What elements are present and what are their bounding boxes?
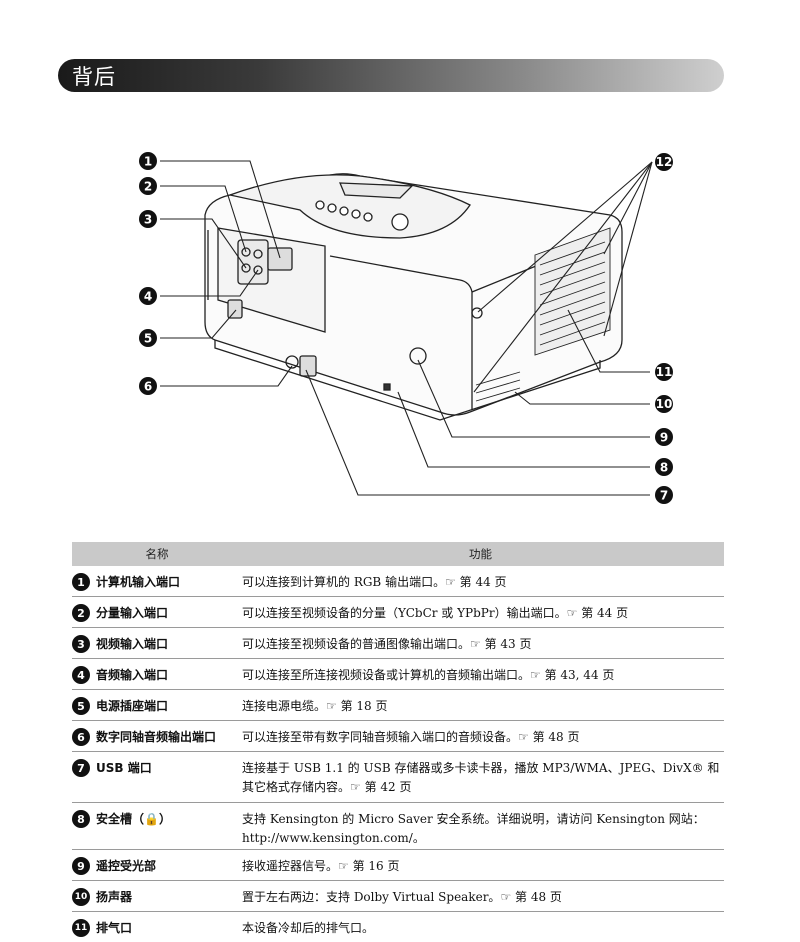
table-row: 7 USB 端口 连接基于 USB 1.1 的 USB 存储器或多卡读卡器，播放 … bbox=[72, 752, 724, 803]
row-number-badge: 7 bbox=[72, 759, 90, 777]
row-description: 接收遥控器信号。 bbox=[242, 859, 339, 873]
row-name: 分量输入端口 bbox=[96, 606, 169, 620]
page-ref: 第 43, 44 页 bbox=[540, 668, 615, 682]
page-ref-icon: ☞ bbox=[530, 668, 541, 682]
table-row: 5 电源插座端口 连接电源电缆。☞ 第 18 页 bbox=[72, 690, 724, 721]
row-name: 遥控受光部 bbox=[96, 859, 157, 873]
svg-text:12: 12 bbox=[656, 155, 673, 169]
callout-3: 3 bbox=[139, 210, 157, 228]
row-number-badge: 10 bbox=[72, 888, 90, 906]
row-description: 可以连接至视频设备的分量（YCbCr 或 YPbPr）输出端口。 bbox=[242, 606, 567, 620]
page-ref: 第 42 页 bbox=[360, 780, 412, 794]
page-ref-icon: ☞ bbox=[445, 575, 456, 589]
projector-rear-diagram: 1 2 3 4 5 6 7 8 9 10 11 12 bbox=[139, 152, 673, 504]
table-row: 9 遥控受光部 接收遥控器信号。☞ 第 16 页 bbox=[72, 850, 724, 881]
page-ref-icon: ☞ bbox=[470, 637, 481, 651]
svg-text:10: 10 bbox=[656, 397, 673, 411]
row-number-badge: 6 bbox=[72, 728, 90, 746]
callout-10: 10 bbox=[655, 395, 673, 413]
svg-text:7: 7 bbox=[660, 489, 668, 503]
svg-text:9: 9 bbox=[660, 431, 668, 445]
page-ref: 第 48 页 bbox=[511, 890, 562, 904]
table-row: 2 分量输入端口 可以连接至视频设备的分量（YCbCr 或 YPbPr）输出端口。… bbox=[72, 597, 724, 628]
callout-1: 1 bbox=[139, 152, 157, 170]
callout-5: 5 bbox=[139, 329, 157, 347]
section-banner: 背后 bbox=[58, 59, 724, 92]
svg-text:4: 4 bbox=[144, 290, 152, 304]
row-description: 连接电源电缆。 bbox=[242, 699, 327, 713]
svg-text:8: 8 bbox=[660, 461, 668, 475]
table-row: 1 计算机输入端口 可以连接到计算机的 RGB 输出端口。☞ 第 44 页 bbox=[72, 566, 724, 597]
row-number-badge: 9 bbox=[72, 857, 90, 875]
row-description: 连接基于 USB 1.1 的 USB 存储器或多卡读卡器，播放 MP3/WMA、… bbox=[242, 761, 720, 794]
page-ref: 第 43 页 bbox=[480, 637, 532, 651]
row-name: 电源插座端口 bbox=[96, 699, 169, 713]
svg-text:11: 11 bbox=[656, 365, 673, 379]
page-ref: 第 44 页 bbox=[577, 606, 629, 620]
page-ref-icon: ☞ bbox=[500, 890, 512, 904]
callout-12: 12 bbox=[655, 153, 673, 171]
callout-6: 6 bbox=[139, 377, 157, 395]
table-row: 11 排气口 本设备冷却后的排气口。 bbox=[72, 912, 724, 942]
row-name: 计算机输入端口 bbox=[96, 575, 181, 589]
callout-8: 8 bbox=[655, 458, 673, 476]
row-description: 可以连接至带有数字同轴音频输入端口的音频设备。 bbox=[242, 730, 519, 744]
row-name: 视频输入端口 bbox=[96, 637, 169, 651]
row-name: 数字同轴音频输出端口 bbox=[96, 730, 217, 744]
page-ref-icon: ☞ bbox=[338, 859, 349, 873]
row-number-badge: 3 bbox=[72, 635, 90, 653]
row-number-badge: 4 bbox=[72, 666, 90, 684]
callout-9: 9 bbox=[655, 428, 673, 446]
svg-text:2: 2 bbox=[144, 180, 152, 194]
callout-11: 11 bbox=[655, 363, 673, 381]
row-number-badge: 2 bbox=[72, 604, 90, 622]
row-name: 扬声器 bbox=[96, 890, 133, 904]
page-ref-icon: ☞ bbox=[566, 606, 578, 620]
page-ref: 第 48 页 bbox=[528, 730, 580, 744]
callout-7: 7 bbox=[655, 486, 673, 504]
page-ref: 第 44 页 bbox=[455, 575, 507, 589]
callout-2: 2 bbox=[139, 177, 157, 195]
row-description: 可以连接至视频设备的普通图像输出端口。 bbox=[242, 637, 471, 651]
row-description: 本设备冷却后的排气口。 bbox=[242, 921, 375, 935]
section-title: 背后 bbox=[72, 65, 116, 89]
row-description: 可以连接到计算机的 RGB 输出端口。 bbox=[242, 575, 446, 589]
table-row: 6 数字同轴音频输出端口 可以连接至带有数字同轴音频输入端口的音频设备。☞ 第 4… bbox=[72, 721, 724, 752]
header-function: 功能 bbox=[469, 547, 492, 561]
svg-text:6: 6 bbox=[144, 380, 152, 394]
svg-text:1: 1 bbox=[144, 155, 152, 169]
row-number-badge: 5 bbox=[72, 697, 90, 715]
row-number-badge: 8 bbox=[72, 810, 90, 828]
page-ref-icon: ☞ bbox=[518, 730, 529, 744]
page-ref: 第 16 页 bbox=[348, 859, 400, 873]
table-row: 3 视频输入端口 可以连接至视频设备的普通图像输出端口。☞ 第 43 页 bbox=[72, 628, 724, 659]
header-name: 名称 bbox=[145, 547, 169, 561]
svg-text:3: 3 bbox=[144, 213, 152, 227]
row-description: 可以连接至所连接视频设备或计算机的音频输出端口。 bbox=[242, 668, 531, 682]
callout-4: 4 bbox=[139, 287, 157, 305]
row-number-badge: 1 bbox=[72, 573, 90, 591]
row-name: 排气口 bbox=[96, 921, 133, 935]
row-description: 置于左右两边：支持 Dolby Virtual Speaker。 bbox=[242, 890, 501, 904]
row-name: 音频输入端口 bbox=[96, 668, 169, 682]
row-name: USB 端口 bbox=[96, 761, 152, 775]
table-header: 名称 功能 bbox=[72, 542, 724, 566]
page-ref: 第 18 页 bbox=[336, 699, 388, 713]
page-ref-icon: ☞ bbox=[350, 780, 361, 794]
row-name: 安全槽（🔒） bbox=[96, 812, 171, 826]
svg-text:5: 5 bbox=[144, 332, 152, 346]
page-ref-icon: ☞ bbox=[326, 699, 337, 713]
table-row: 4 音频输入端口 可以连接至所连接视频设备或计算机的音频输出端口。☞ 第 43, … bbox=[72, 659, 724, 690]
table-row: 8 安全槽（🔒） 支持 Kensington 的 Micro Saver 安全系统… bbox=[72, 803, 724, 850]
row-number-badge: 11 bbox=[72, 919, 90, 937]
row-description: 支持 Kensington 的 Micro Saver 安全系统。详细说明，请访… bbox=[242, 812, 705, 845]
